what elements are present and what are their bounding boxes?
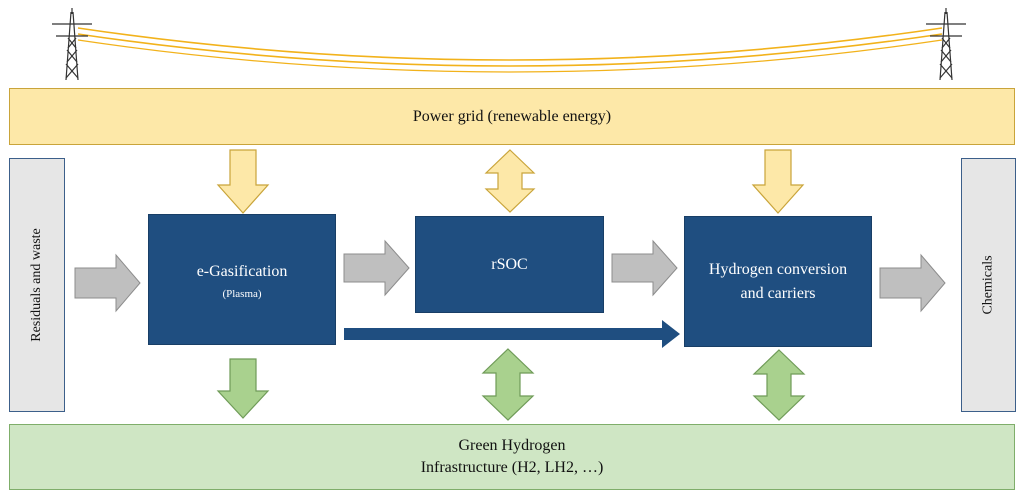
flow-arrow-hconv-to-chemicals [879, 253, 946, 313]
hydrogen-conversion-box: Hydrogen conversion and carriers [684, 216, 872, 347]
flow-arrow-residuals-to-egas [74, 253, 141, 313]
power-arrow-to-egas [216, 149, 270, 214]
bypass-arrow-egas-to-hconv [344, 320, 680, 348]
rsoc-title: rSOC [491, 255, 528, 273]
hydrogen-conversion-title-line1: Hydrogen conversion [708, 260, 848, 278]
green-hydrogen-bar: Green Hydrogen Infrastructure (H2, LH2, … [9, 424, 1015, 490]
power-grid-bar: Power grid (renewable energy) [9, 88, 1015, 145]
chemicals-box: Chemicals [961, 158, 1016, 412]
green-hydrogen-line1: Green Hydrogen [458, 437, 566, 454]
flow-arrow-rsoc-to-hconv [611, 239, 678, 297]
residuals-box: Residuals and waste [9, 158, 65, 412]
power-arrow-to-hconv [751, 149, 805, 214]
power-pylon-icon [52, 8, 92, 81]
hydrogen-arrow-from-egas [216, 358, 270, 419]
e-gasification-box: e-Gasification (Plasma) [148, 214, 336, 345]
hydrogen-arrow-hconv-bidirectional [752, 349, 806, 421]
green-hydrogen-line2: Infrastructure (H2, LH2, …) [420, 459, 604, 476]
e-gasification-subtitle: (Plasma) [222, 287, 262, 300]
rsoc-box: rSOC [415, 216, 604, 313]
residuals-label: Residuals and waste [29, 228, 44, 342]
chemicals-label: Chemicals [980, 255, 996, 315]
hydrogen-arrow-rsoc-bidirectional [481, 348, 535, 421]
flow-arrow-egas-to-rsoc [343, 239, 410, 297]
e-gasification-title: e-Gasification [196, 262, 288, 280]
power-grid-label: Power grid (renewable energy) [412, 107, 612, 125]
power-arrow-rsoc-bidirectional [484, 149, 536, 213]
hydrogen-conversion-title-line2: and carriers [740, 284, 816, 302]
power-pylon-icon [926, 8, 966, 81]
power-line-icon [77, 27, 943, 61]
